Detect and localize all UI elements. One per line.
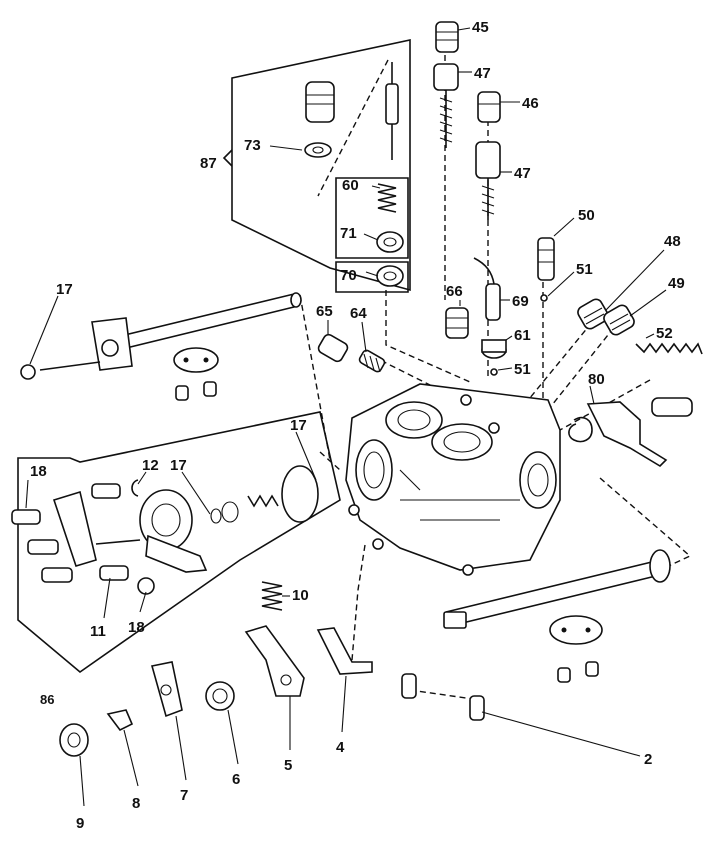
label-66: 66 — [446, 283, 463, 300]
label-71: 71 — [340, 225, 357, 242]
inset-box-60-71 — [335, 177, 409, 293]
washer-71 — [376, 231, 404, 253]
label-87: 87 — [200, 155, 217, 172]
label-69: 69 — [512, 293, 529, 310]
spring-60 — [377, 183, 397, 213]
pump-housing — [139, 489, 208, 573]
screws-2 — [401, 673, 485, 721]
label-9: 9 — [76, 815, 84, 832]
label-6: 6 — [232, 771, 240, 788]
label-17-middle: 17 — [170, 457, 187, 474]
jet-61 — [481, 339, 507, 359]
label-47-upper: 47 — [474, 65, 491, 82]
choke-shaft-17 — [20, 292, 302, 380]
label-7: 7 — [180, 787, 188, 804]
label-18-left: 18 — [30, 463, 47, 480]
pump-lever — [52, 490, 141, 567]
label-45: 45 — [472, 19, 489, 36]
jet-46 — [477, 91, 501, 123]
jet-66 — [445, 307, 469, 339]
jet-50 — [537, 237, 555, 281]
label-70: 70 — [340, 267, 357, 284]
label-51-lower: 51 — [514, 361, 531, 378]
label-4: 4 — [336, 739, 345, 756]
bracket-7 — [150, 661, 183, 718]
label-51-upper: 51 — [576, 261, 593, 278]
label-61: 61 — [514, 327, 531, 344]
label-11: 11 — [90, 623, 106, 640]
label-leaders — [25, 27, 667, 807]
spring-10 — [261, 581, 283, 611]
lever-80 — [568, 397, 693, 468]
label-60: 60 — [342, 177, 359, 194]
jet-kit-bracket-87 — [222, 39, 411, 292]
label-50: 50 — [578, 207, 595, 224]
diaphragm-group-bracket — [17, 411, 341, 674]
spring-48 — [577, 298, 609, 330]
label-64: 64 — [350, 305, 367, 322]
label-8: 8 — [132, 795, 140, 812]
label-52: 52 — [656, 325, 673, 342]
lever-4 — [316, 627, 373, 675]
bushing-6 — [205, 681, 235, 711]
throttle-shaft-2 — [443, 549, 671, 629]
screws-18-left — [11, 483, 129, 583]
label-12: 12 — [142, 457, 159, 474]
lever-5 — [244, 625, 305, 697]
jet-87-group-parts — [304, 62, 399, 160]
label-18-lower: 18 — [128, 619, 145, 636]
label-47-lower: 47 — [514, 165, 531, 182]
callout-labels: 45 47 46 47 87 73 60 71 70 50 48 51 49 1… — [30, 19, 685, 832]
seal-70 — [376, 265, 404, 287]
plate-lower-right — [549, 615, 603, 683]
plug-65 — [317, 333, 349, 363]
label-17-top: 17 — [56, 281, 73, 298]
pin-18-lower — [137, 577, 155, 595]
label-2: 2 — [644, 751, 652, 768]
spring-49 — [603, 304, 635, 336]
label-73: 73 — [244, 137, 261, 154]
spring-52 — [635, 342, 703, 355]
label-5: 5 — [284, 757, 292, 774]
label-80: 80 — [588, 371, 605, 388]
jet-45 — [435, 21, 459, 53]
label-48: 48 — [664, 233, 681, 250]
label-65: 65 — [316, 303, 333, 320]
label-86: 86 — [40, 692, 54, 707]
emulsion-tube-47-upper — [433, 63, 459, 148]
ball-51-lower — [490, 368, 498, 376]
ball-51-upper — [540, 294, 548, 302]
label-49: 49 — [668, 275, 685, 292]
label-10: 10 — [292, 587, 309, 604]
carburetor-body — [345, 383, 561, 576]
label-46: 46 — [522, 95, 539, 112]
clip-12 — [131, 479, 139, 497]
needle-69 — [473, 257, 501, 321]
nut-9 — [59, 723, 89, 757]
plate-17-top — [173, 347, 219, 401]
label-17-right: 17 — [290, 417, 307, 434]
screw-64 — [358, 349, 386, 373]
diaphragm-17 — [210, 465, 319, 524]
washer-8 — [106, 709, 134, 732]
emulsion-tube-47-lower — [475, 141, 501, 220]
